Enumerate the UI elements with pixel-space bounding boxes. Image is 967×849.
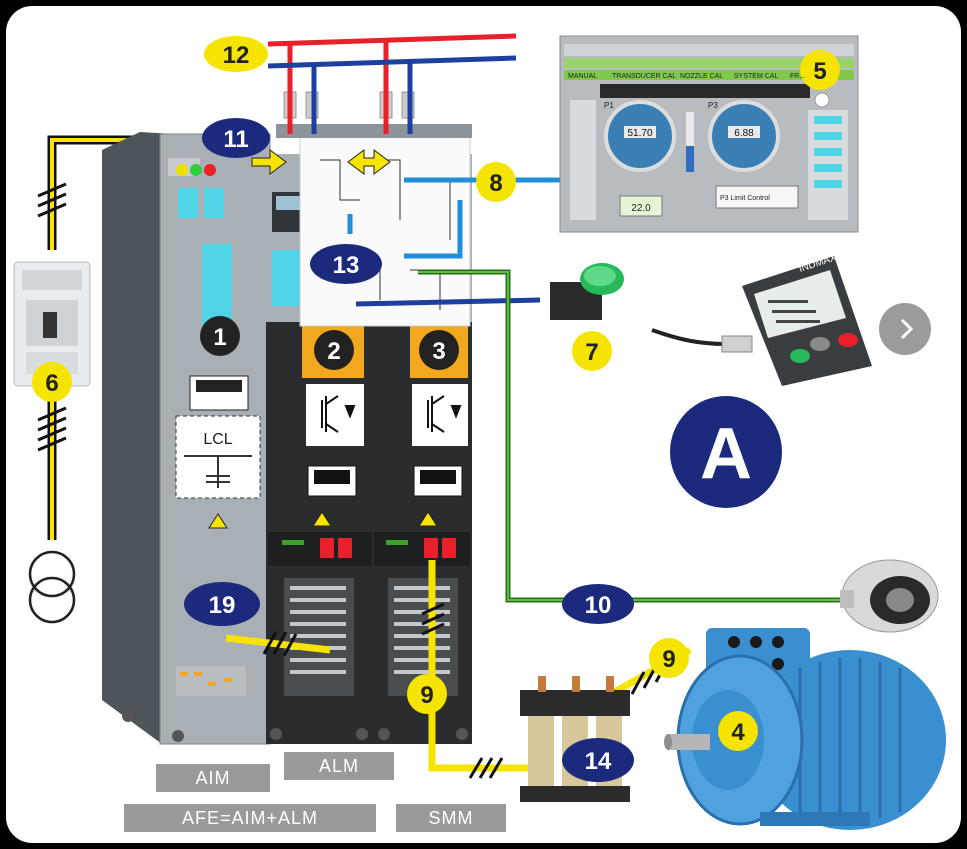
badge-12 (204, 36, 268, 72)
badge-4-text: 4 (731, 719, 745, 746)
aim-label: AIM (156, 764, 270, 792)
badge-8-text: 8 (489, 170, 502, 197)
badge-11 (202, 118, 270, 158)
afe-label: AFE=AIM+ALM (124, 804, 376, 832)
badge-4 (718, 711, 758, 751)
badge-19-text: 19 (209, 592, 236, 619)
hmi-tab-manual: MANUAL (568, 73, 597, 80)
badge-13-text: 13 (333, 252, 360, 279)
badge-9b (649, 638, 689, 678)
smm-label: SMM (396, 804, 506, 832)
encoder (840, 559, 939, 633)
ethernet-plug-icon (651, 328, 753, 353)
badge-6 (32, 362, 72, 402)
next-arrow-icon (900, 318, 914, 340)
badge-11-text: 11 (223, 126, 248, 153)
badge-2 (314, 330, 354, 370)
induction-motor (664, 628, 946, 830)
badge-8 (476, 162, 516, 202)
yellow-arrows (251, 149, 391, 175)
hmi-gauge-right-label: P3 (708, 101, 718, 110)
alm-label: ALM (284, 752, 394, 780)
hmi-gauge-right-value: 6.88 (734, 128, 754, 139)
output-reactor (520, 676, 630, 802)
badge-5-text: 5 (813, 58, 826, 85)
warning-triangle-icon (208, 513, 228, 529)
badge-7-text: 7 (585, 339, 598, 366)
transformer-symbol-icon (28, 550, 76, 624)
power-bus-lines (267, 33, 517, 134)
badge-5 (800, 50, 840, 90)
hmi-tab-transducer: TRANSDUCER CAL (612, 73, 676, 80)
badge-7 (572, 331, 612, 371)
lcl-filter-label: LCL (203, 431, 232, 448)
badge-1-text: 1 (213, 324, 226, 351)
hmi-small-reading: 22.0 (631, 203, 651, 214)
badge-9b-text: 9 (662, 646, 675, 673)
keypad-device (742, 256, 872, 386)
control-panel-board (276, 91, 472, 327)
hmi-gauge-left-label: P1 (604, 101, 614, 110)
badge-19 (184, 582, 260, 626)
aim-cabinet (102, 132, 271, 745)
badge-3-text: 3 (432, 338, 445, 365)
hmi-tab-nozzle: NOZZLE CAL (680, 73, 723, 80)
badge-14-text: 14 (585, 748, 612, 775)
badge-3 (419, 330, 459, 370)
badge-9a-text: 9 (420, 682, 433, 709)
badge-big-a-text: A (700, 414, 752, 494)
badge-1 (200, 316, 240, 356)
hmi-tab-more: FR... (790, 73, 805, 80)
hmi-control-label: P3 Limit Control (720, 195, 770, 202)
igbt-symbol-icon (321, 395, 462, 433)
badge-6-text: 6 (45, 370, 58, 397)
badge-10-text: 10 (585, 592, 612, 619)
hmi-gauge-left-value: 51.70 (627, 128, 652, 139)
badge-9a (407, 674, 447, 714)
badge-big-a (670, 396, 782, 508)
hmi-tab-system: SYSTEM CAL (734, 73, 778, 80)
next-slide-button[interactable] (879, 303, 931, 355)
push-button-icon (550, 263, 624, 320)
badge-12-text: 12 (223, 42, 250, 69)
encoder-feedback-line (418, 269, 848, 603)
badge-2-text: 2 (327, 338, 340, 365)
badge-13 (310, 244, 382, 284)
badge-14 (562, 738, 634, 782)
badge-10 (562, 584, 634, 624)
